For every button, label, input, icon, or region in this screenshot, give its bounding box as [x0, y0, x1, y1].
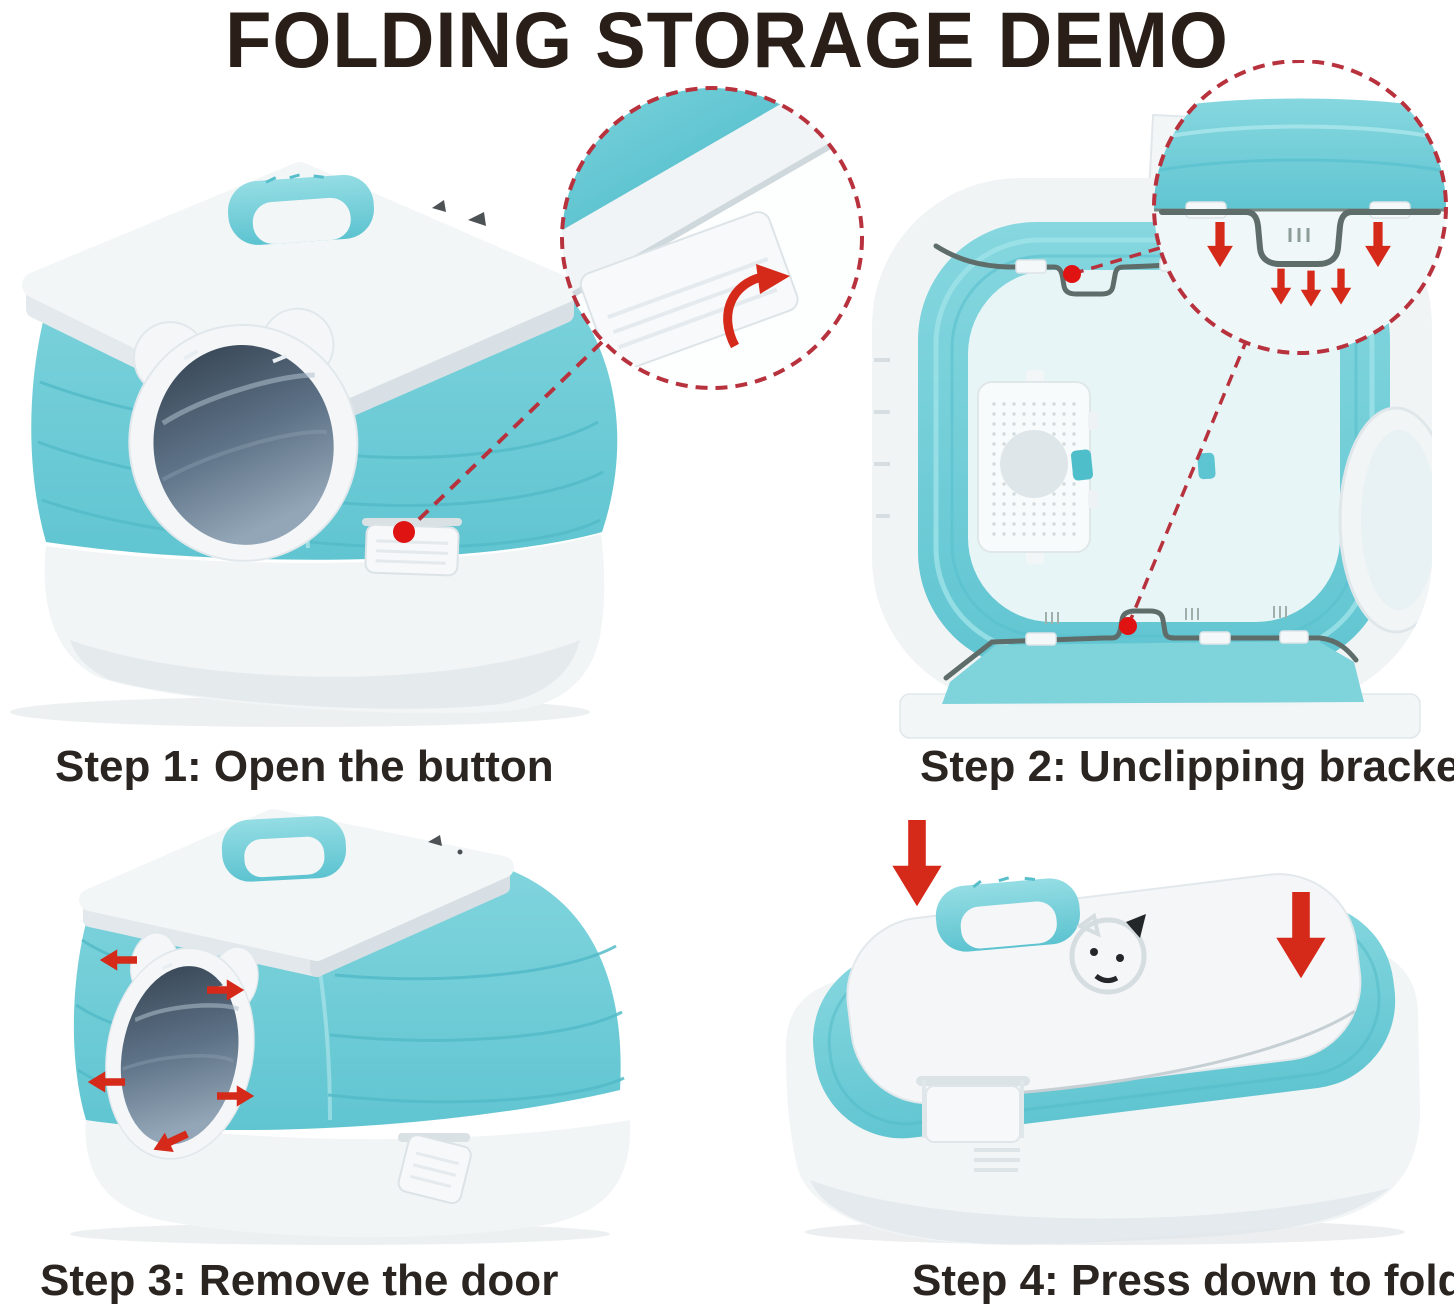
- teal-clip: [1197, 452, 1216, 480]
- latch-button-open: [397, 1133, 472, 1205]
- bracket-closeup: [1159, 209, 1441, 267]
- zoom-dashed-line: [404, 340, 604, 534]
- filter-vent: [977, 370, 1098, 564]
- step2-photo-open-litter-box: [872, 60, 1448, 739]
- interior-side-door: [1338, 406, 1432, 634]
- shell-ribs: [874, 358, 890, 518]
- cat-face-print: [1069, 912, 1147, 995]
- base-shade: [810, 1180, 1390, 1245]
- latch-button: [916, 1076, 1030, 1172]
- step2-caption: Step 2: Unclipping bracket: [920, 742, 1454, 791]
- wire-bracket-bottom: [943, 606, 1359, 681]
- curved-arrow-icon: [723, 264, 790, 349]
- step1-caption: Step 1: Open the button: [55, 742, 554, 791]
- step4-caption: Step 4: Press down to fold: [912, 1256, 1454, 1305]
- teal-clip: [1070, 449, 1094, 481]
- magnifier-circle-border: [560, 86, 864, 390]
- red-arrow-icon: [892, 820, 942, 907]
- bottom-teal-band: [942, 641, 1364, 704]
- page-title: FOLDING STORAGE DEMO: [225, 0, 1229, 84]
- red-dot-icon: [1063, 265, 1081, 283]
- step1-photo-closed-litter-box: [10, 86, 864, 727]
- step3-photo-door-removal: [70, 809, 631, 1245]
- magnifier-circle-border: [1152, 60, 1448, 355]
- lid-cat-marks: [432, 200, 486, 226]
- step4-photo-folded-box: [785, 820, 1420, 1245]
- carry-handle: [227, 173, 375, 245]
- red-dot-icon: [1119, 617, 1137, 635]
- carry-handle: [935, 876, 1081, 952]
- box-lid: [79, 809, 514, 977]
- red-dot-icon: [393, 521, 415, 543]
- latch-button: [362, 518, 462, 577]
- lid-cat-marks: [428, 835, 463, 855]
- latch-flap-open: [579, 211, 799, 373]
- carry-handle: [221, 816, 347, 882]
- step3-caption: Step 3: Remove the door: [40, 1256, 559, 1305]
- box-base: [85, 1116, 631, 1238]
- zoom-dashed-lines: [1071, 246, 1247, 627]
- box-base-shade: [70, 640, 580, 709]
- magnifier-inset-bracket: [1152, 60, 1448, 355]
